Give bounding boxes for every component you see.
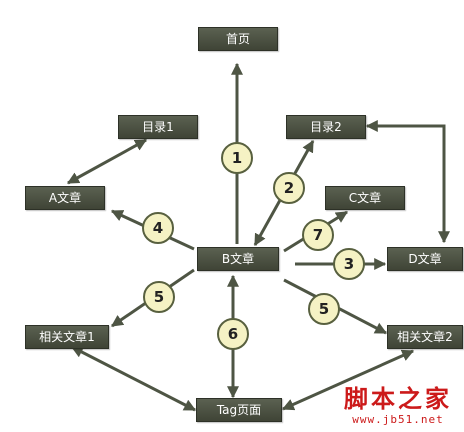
watermark: 脚本之家 www.jb51.net bbox=[344, 384, 452, 427]
edge-catalog2-d bbox=[365, 120, 450, 244]
node-catalog1: 目录1 bbox=[118, 115, 198, 139]
step-badge-3: 3 bbox=[333, 248, 365, 280]
node-related2: 相关文章2 bbox=[387, 325, 463, 349]
step-badge-7: 7 bbox=[302, 219, 334, 251]
node-article-c: C文章 bbox=[325, 186, 405, 210]
node-tag-page: Tag页面 bbox=[196, 398, 282, 422]
step-badge-6: 6 bbox=[217, 318, 249, 350]
node-article-a: A文章 bbox=[25, 186, 105, 210]
node-article-b: B文章 bbox=[197, 247, 279, 271]
node-home: 首页 bbox=[198, 27, 278, 51]
watermark-title: 脚本之家 bbox=[344, 384, 452, 413]
node-related1: 相关文章1 bbox=[25, 325, 109, 349]
step-badge-2: 2 bbox=[273, 172, 305, 204]
node-catalog2: 目录2 bbox=[286, 115, 366, 139]
step-badge-5-left: 5 bbox=[143, 281, 175, 313]
edge-related1-tag bbox=[70, 345, 197, 412]
edge-a-catalog1 bbox=[66, 138, 148, 185]
step-badge-4: 4 bbox=[142, 212, 174, 244]
edge-tag-related2 bbox=[281, 349, 415, 411]
step-badge-5-right: 5 bbox=[308, 293, 340, 325]
watermark-url: www.jb51.net bbox=[352, 413, 444, 426]
node-article-d: D文章 bbox=[387, 247, 463, 271]
step-badge-1: 1 bbox=[221, 142, 253, 174]
